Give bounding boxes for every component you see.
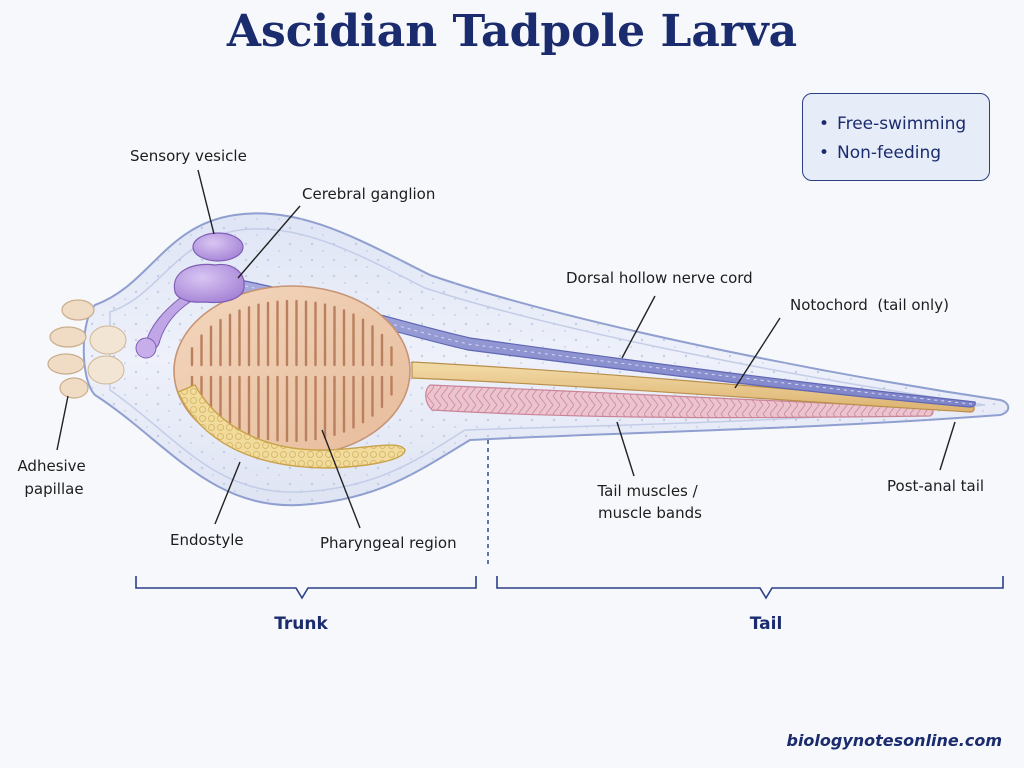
- sensory-vesicle: [192, 232, 244, 262]
- leader-post-anal-tail: [939, 421, 956, 471]
- region-label-tail: Tail: [750, 614, 783, 634]
- page-title: Ascidian Tadpole Larva: [226, 6, 798, 57]
- leader-pharyngeal: [321, 429, 361, 529]
- label-tail-muscles: Tail muscles / muscle bands: [597, 482, 703, 522]
- leader-notochord: [734, 317, 781, 389]
- leader-tail-muscles: [616, 421, 635, 477]
- info-item-non-feeding: Non-feeding: [819, 139, 989, 168]
- trunk-bracket: [135, 576, 477, 600]
- label-post-anal-tail: Post-anal tail: [887, 477, 984, 495]
- info-item-free-swimming: Free-swimming: [819, 110, 989, 139]
- info-box: Free-swimming Non-feeding: [802, 93, 990, 181]
- leader-cerebral-ganglion: [237, 205, 301, 279]
- info-list: Free-swimming Non-feeding: [819, 110, 989, 168]
- site-credit: biologynotesonline.com: [786, 731, 1002, 750]
- leader-sensory-vesicle: [197, 169, 215, 235]
- cerebral-ganglion: [135, 263, 245, 359]
- label-endostyle: Endostyle: [170, 531, 244, 549]
- pharyngeal-region: [173, 285, 411, 457]
- label-dorsal-nerve-cord: Dorsal hollow nerve cord: [566, 269, 753, 287]
- tail-bracket: [496, 576, 1004, 600]
- label-cerebral-ganglion: Cerebral ganglion: [302, 185, 435, 203]
- notochord: [411, 361, 975, 413]
- label-pharyngeal-region: Pharyngeal region: [320, 534, 457, 552]
- label-sensory-vesicle: Sensory vesicle: [130, 147, 247, 165]
- leader-endostyle: [214, 461, 241, 525]
- adhesive-papillae: [47, 299, 127, 399]
- dorsal-nerve-cord: [237, 279, 976, 408]
- label-adhesive-papillae: Adhesive papillae: [17, 457, 90, 498]
- label-notochord: Notochord (tail only): [790, 296, 949, 314]
- region-label-trunk: Trunk: [274, 614, 328, 634]
- leader-nerve-cord: [621, 295, 656, 359]
- leader-adhesive-papillae: [56, 395, 69, 451]
